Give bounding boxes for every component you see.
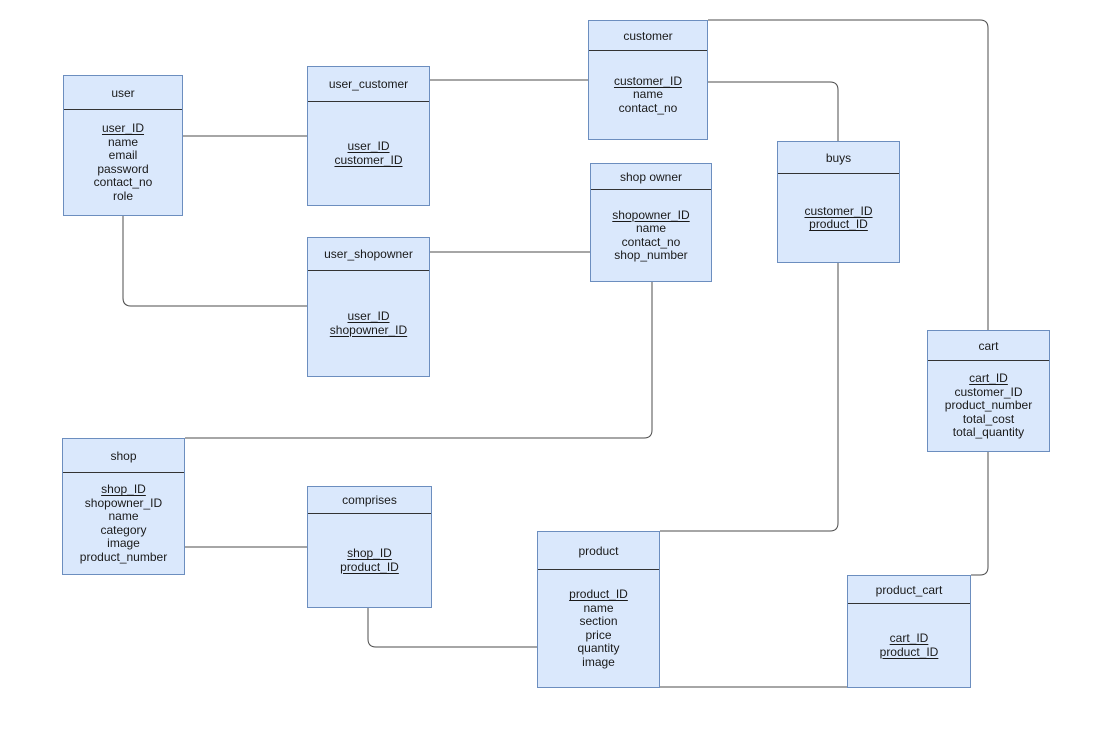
entity-field-customer-contact_no: contact_no xyxy=(618,100,678,115)
entity-title-cart: cart xyxy=(928,331,1049,361)
entity-field-cart-cart_ID: cart_ID xyxy=(969,371,1008,386)
entity-field-product-quantity: quantity xyxy=(577,641,620,655)
entity-field-user-name: name xyxy=(107,134,139,149)
entity-field-user_shopowner-shopowner_ID: shopowner_ID xyxy=(329,322,408,337)
connector-comprises-product xyxy=(367,608,537,648)
entity-title-user_customer: user_customer xyxy=(308,67,429,102)
entity-title-shop: shop xyxy=(63,439,184,473)
entity-field-shop_owner-shopowner_ID: shopowner_ID xyxy=(612,207,690,222)
connector-user-user_shopowner xyxy=(122,216,307,307)
entity-field-shop-image: image xyxy=(107,536,140,550)
entity-field-user-email: email xyxy=(108,148,138,162)
entity-field-shop-category: category xyxy=(100,522,147,537)
entity-title-customer: customer xyxy=(589,21,707,51)
entity-title-product: product xyxy=(538,532,659,570)
entity-field-shop_owner-name: name xyxy=(635,221,667,235)
entity-title-comprises: comprises xyxy=(308,487,431,514)
entity-field-comprises-shop_ID: shop_ID xyxy=(347,546,392,560)
entity-field-user-contact_no: contact_no xyxy=(93,175,153,189)
entity-field-user-user_ID: user_ID xyxy=(101,121,145,135)
entity-field-shop-shop_ID: shop_ID xyxy=(101,482,146,496)
entity-field-shop_owner-shop_number: shop_number xyxy=(614,248,688,262)
entity-field-shop_owner-contact_no: contact_no xyxy=(621,234,681,249)
entity-field-cart-product_number: product_number xyxy=(944,398,1033,413)
entity-field-product-product_ID: product_ID xyxy=(569,587,628,601)
entity-field-user_shopowner-user_ID: user_ID xyxy=(347,309,390,323)
entity-title-user: user xyxy=(64,76,182,110)
entity-field-product_cart-product_ID: product_ID xyxy=(879,644,939,659)
entity-field-product-price: price xyxy=(585,627,612,642)
entity-field-customer-customer_ID: customer_ID xyxy=(613,73,683,88)
entity-field-buys-product_ID: product_ID xyxy=(809,217,868,231)
entity-field-product-name: name xyxy=(583,600,614,615)
entity-field-user-role: role xyxy=(112,188,133,203)
connector-shop_owner-shop xyxy=(185,282,653,439)
entity-field-cart-customer_ID: customer_ID xyxy=(954,384,1023,399)
connector-customer-cart xyxy=(708,19,989,330)
entity-field-user_customer-user_ID: user_ID xyxy=(347,139,390,153)
entity-field-shop-name: name xyxy=(108,509,139,523)
entity-title-user_shopowner: user_shopowner xyxy=(308,238,429,271)
entity-title-buys: buys xyxy=(778,142,899,174)
entity-field-cart-total_quantity: total_quantity xyxy=(952,425,1025,440)
entity-field-buys-customer_ID: customer_ID xyxy=(804,203,873,218)
connector-cart-product_cart xyxy=(971,452,989,576)
entity-title-shop_owner: shop owner xyxy=(591,164,711,190)
entity-field-user_customer-customer_ID: customer_ID xyxy=(334,152,403,167)
entity-field-user-password: password xyxy=(97,161,149,176)
connector-customer-buys xyxy=(708,81,839,141)
entity-field-comprises-product_ID: product_ID xyxy=(340,559,399,574)
entity-field-product_cart-cart_ID: cart_ID xyxy=(889,631,929,645)
entity-field-product-section: section xyxy=(579,614,618,628)
entity-field-product-image: image xyxy=(582,654,615,669)
entity-title-product_cart: product_cart xyxy=(848,576,970,604)
entity-field-customer-name: name xyxy=(632,87,664,102)
entity-field-cart-total_cost: total_cost xyxy=(962,411,1015,426)
connector-buys-product xyxy=(660,263,839,532)
entity-field-shop-shopowner_ID: shopowner_ID xyxy=(84,495,163,510)
entity-field-shop-product_number: product_number xyxy=(79,549,168,564)
